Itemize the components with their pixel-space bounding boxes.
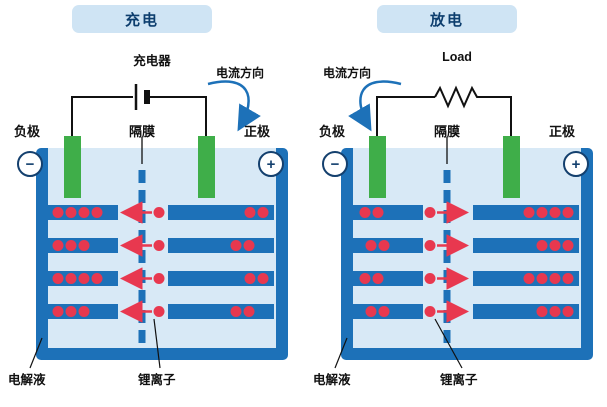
negative-electrode-label: 负极 — [14, 124, 41, 139]
current-direction-arrow — [348, 80, 402, 132]
ion-flow-arrows — [120, 201, 165, 323]
discharge-panel: 放电 Load 电流方向 负极 隔膜 正极 − + 电解液 锂离子 — [307, 0, 607, 407]
charge-title: 充电 — [72, 5, 212, 33]
current-direction-label: 电流方向 — [216, 66, 265, 80]
current-direction-arrow — [207, 80, 261, 132]
plus-symbol: + — [571, 155, 581, 173]
load-label: Load — [442, 50, 472, 64]
ion-flow-arrows — [424, 201, 469, 323]
minus-symbol: − — [330, 155, 340, 173]
positive-electrode-label: 正极 — [549, 124, 576, 139]
separator-label: 隔膜 — [433, 124, 460, 139]
charger-label: 充电器 — [133, 54, 171, 68]
lithium-ion-dots — [359, 207, 574, 317]
negative-electrode-tab — [369, 136, 386, 198]
plus-terminal-icon: + — [258, 151, 284, 177]
lithium-ion-label: 锂离子 — [440, 373, 478, 387]
lithium-ion-label: 锂离子 — [138, 373, 176, 387]
label-leader-lines — [29, 318, 161, 369]
electrolyte-label: 电解液 — [313, 373, 351, 387]
battery-icon — [134, 84, 150, 110]
minus-symbol: − — [25, 155, 35, 173]
plus-terminal-icon: + — [563, 151, 589, 177]
positive-electrode-tab — [503, 136, 520, 198]
lithium-ion-dots — [52, 207, 269, 317]
charge-drawing — [29, 80, 288, 369]
electrolyte-label: 电解液 — [8, 373, 46, 387]
negative-electrode-label: 负极 — [319, 124, 346, 139]
positive-electrode-tab — [198, 136, 215, 198]
minus-terminal-icon: − — [17, 151, 43, 177]
charge-panel: 充电 充电器 电流方向 负极 隔膜 正极 − + 电解液 锂离子 — [2, 0, 302, 407]
separator-label: 隔膜 — [128, 124, 155, 139]
discharge-title: 放电 — [377, 5, 517, 33]
positive-electrode-label: 正极 — [244, 124, 271, 139]
charger-circuit-wire — [71, 96, 207, 140]
label-leader-lines — [334, 318, 463, 369]
plus-symbol: + — [266, 155, 276, 173]
current-direction-label: 电流方向 — [323, 66, 372, 80]
load-circuit-wire — [376, 96, 512, 140]
minus-terminal-icon: − — [322, 151, 348, 177]
resistor-icon — [434, 85, 479, 109]
negative-electrode-tab — [64, 136, 81, 198]
discharge-drawing — [334, 80, 593, 369]
